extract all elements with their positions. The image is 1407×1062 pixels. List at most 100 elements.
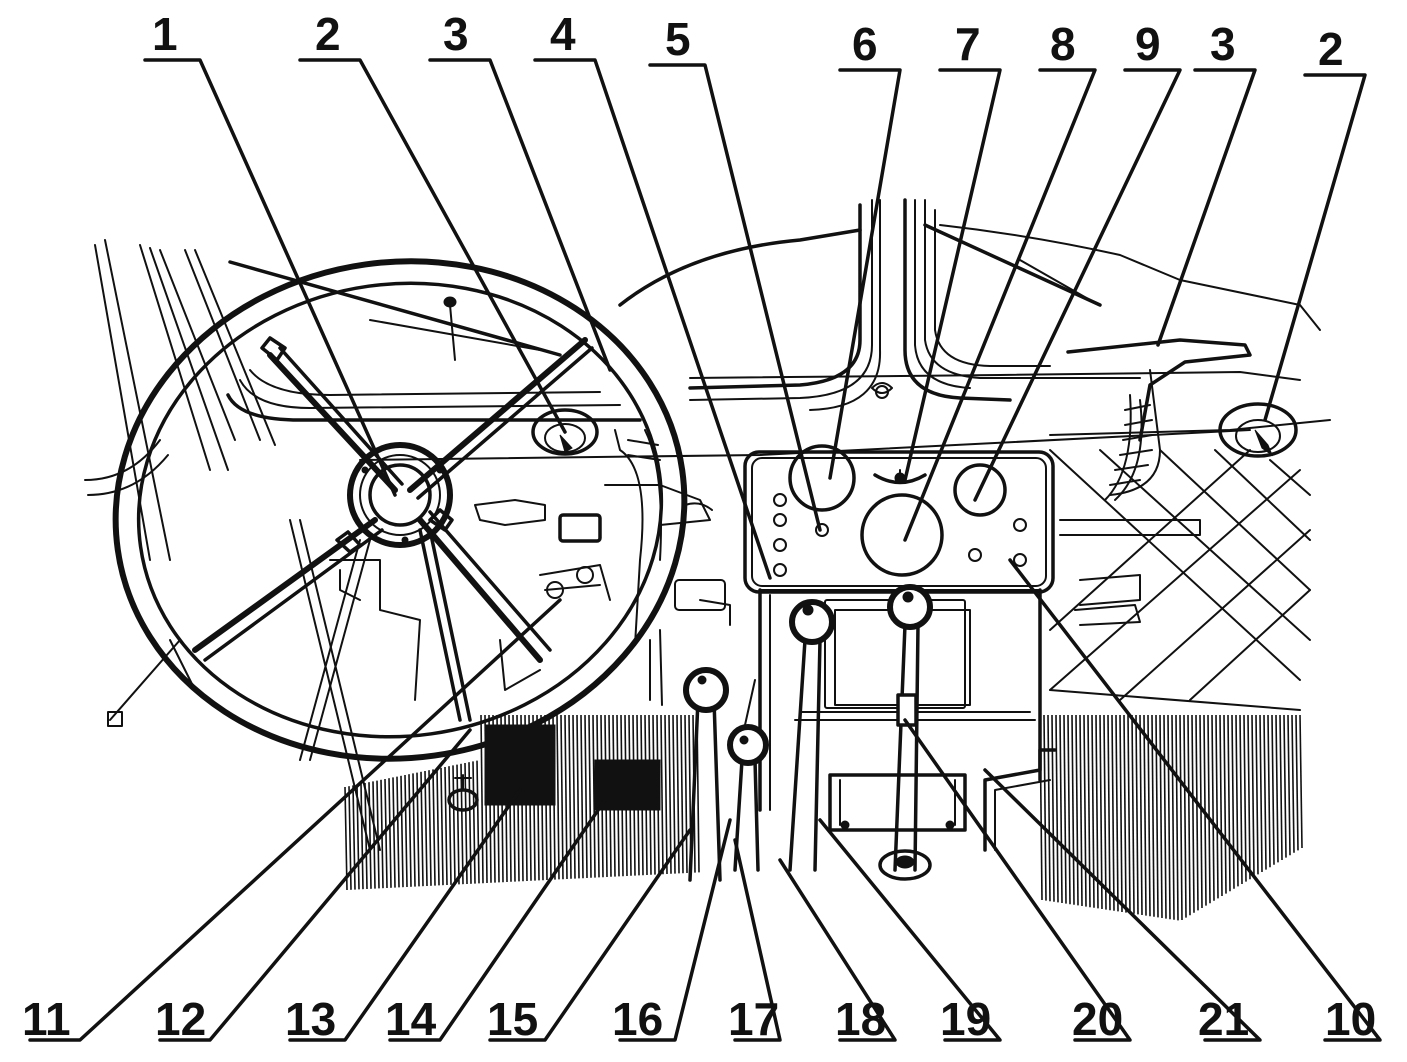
leader-3b xyxy=(1156,68,1257,347)
hatch-stroke xyxy=(1207,714,1211,904)
hatch-stroke xyxy=(1239,714,1243,885)
callout-7: 7 xyxy=(955,18,981,70)
hatch-stroke xyxy=(1179,714,1183,921)
hatch-stroke xyxy=(412,773,416,887)
leader-20 xyxy=(903,718,1132,1042)
callout-4: 4 xyxy=(550,8,576,60)
hatch-stroke xyxy=(448,766,452,885)
hatch-stroke xyxy=(580,714,584,879)
callout-9: 9 xyxy=(1135,18,1161,70)
hatch-stroke xyxy=(1059,714,1063,904)
hatch-stroke xyxy=(1299,714,1303,849)
hatch-stroke xyxy=(1251,714,1255,877)
hatch-stroke xyxy=(424,770,428,887)
hatch-stroke xyxy=(456,764,460,885)
callout-20: 20 xyxy=(1072,993,1123,1045)
hatch-stroke xyxy=(1043,714,1047,901)
leader-1 xyxy=(143,58,397,497)
gauge-center-large xyxy=(860,493,944,577)
hatch-stroke xyxy=(1159,714,1163,919)
hatch-stroke xyxy=(480,714,484,884)
hatch-stroke xyxy=(1283,714,1287,858)
hatch-stroke xyxy=(476,760,480,884)
hatch-stroke xyxy=(388,778,392,888)
hatch-stroke xyxy=(1219,714,1223,897)
hatch-stroke xyxy=(1275,714,1279,863)
hatch-stroke xyxy=(1119,714,1123,913)
hatch-stroke xyxy=(400,775,404,888)
callout-3: 3 xyxy=(443,8,469,60)
hatch-stroke xyxy=(1171,714,1175,920)
leader-14 xyxy=(388,798,607,1042)
leader-7 xyxy=(903,68,1002,482)
gauge-right xyxy=(953,463,1007,517)
hatch-stroke xyxy=(1087,714,1091,908)
hatch-stroke xyxy=(1231,714,1235,889)
hatch-stroke xyxy=(1183,714,1187,918)
hatch-stroke xyxy=(1199,714,1203,909)
hatch-stroke xyxy=(372,781,376,889)
hatch-right xyxy=(1039,714,1303,921)
leader-15 xyxy=(488,828,692,1042)
leader-11 xyxy=(28,598,562,1042)
hatch-stroke xyxy=(1295,714,1299,851)
callout-16: 16 xyxy=(612,993,663,1045)
hatch-stroke xyxy=(1163,714,1167,919)
hatch-stroke xyxy=(576,714,580,879)
hatch-stroke xyxy=(1247,714,1251,880)
leader-12 xyxy=(158,728,472,1042)
hatch-stroke xyxy=(1191,714,1195,913)
hatch-stroke xyxy=(684,714,688,874)
hatch-stroke xyxy=(1259,714,1263,873)
callout-21: 21 xyxy=(1198,993,1249,1045)
leader-lines xyxy=(28,58,1382,1042)
hatch-stroke xyxy=(460,763,464,885)
callout-1: 1 xyxy=(152,8,178,60)
hatch-stroke xyxy=(420,771,424,887)
leader-3 xyxy=(428,58,612,372)
hatch-stroke xyxy=(1099,714,1103,910)
leader-10 xyxy=(1008,558,1382,1042)
leader-4 xyxy=(533,58,772,580)
hatch-stroke xyxy=(352,785,356,890)
callout-6: 6 xyxy=(852,18,878,70)
hatch-stroke xyxy=(392,777,396,888)
hatch-stroke xyxy=(660,714,664,875)
leader-8 xyxy=(903,68,1097,542)
hatch-stroke xyxy=(440,767,444,886)
hatch-stroke xyxy=(1083,714,1087,907)
hatch-stroke xyxy=(572,714,576,879)
hatch-stroke xyxy=(1263,714,1267,870)
hatch-stroke xyxy=(408,774,412,887)
hatch-stroke xyxy=(1095,714,1099,909)
hatch-stroke xyxy=(1255,714,1259,875)
callout-2b: 2 xyxy=(1318,23,1344,75)
hatch-stroke xyxy=(452,765,456,885)
hatch-stroke xyxy=(384,778,388,889)
hatch-stroke xyxy=(1147,714,1151,917)
hatch-stroke xyxy=(1131,714,1135,914)
hatch-stroke xyxy=(592,714,596,878)
leader-13 xyxy=(288,788,522,1042)
hatch-stroke xyxy=(428,770,432,886)
hatch-stroke xyxy=(1123,714,1127,913)
callout-18: 18 xyxy=(835,993,886,1045)
leader-17 xyxy=(733,838,782,1042)
hatch-stroke xyxy=(468,762,472,884)
hatch-stroke xyxy=(360,783,364,890)
leader-18 xyxy=(778,858,897,1042)
bottom-callouts: 11 12 13 14 15 16 17 18 19 20 21 10 xyxy=(22,993,1376,1045)
callout-14: 14 xyxy=(385,993,437,1045)
hatch-stroke xyxy=(1151,714,1155,917)
hatch-stroke xyxy=(356,784,360,890)
callout-10: 10 xyxy=(1325,993,1376,1045)
callout-12: 12 xyxy=(155,993,206,1045)
hatch-stroke xyxy=(444,766,448,886)
callout-11: 11 xyxy=(22,993,71,1045)
hatch-stroke xyxy=(1175,714,1179,921)
hatch-stroke xyxy=(1291,714,1295,853)
hatch-stroke xyxy=(1271,714,1275,865)
hatch-stroke xyxy=(436,768,440,886)
hatch-stroke xyxy=(588,714,592,878)
